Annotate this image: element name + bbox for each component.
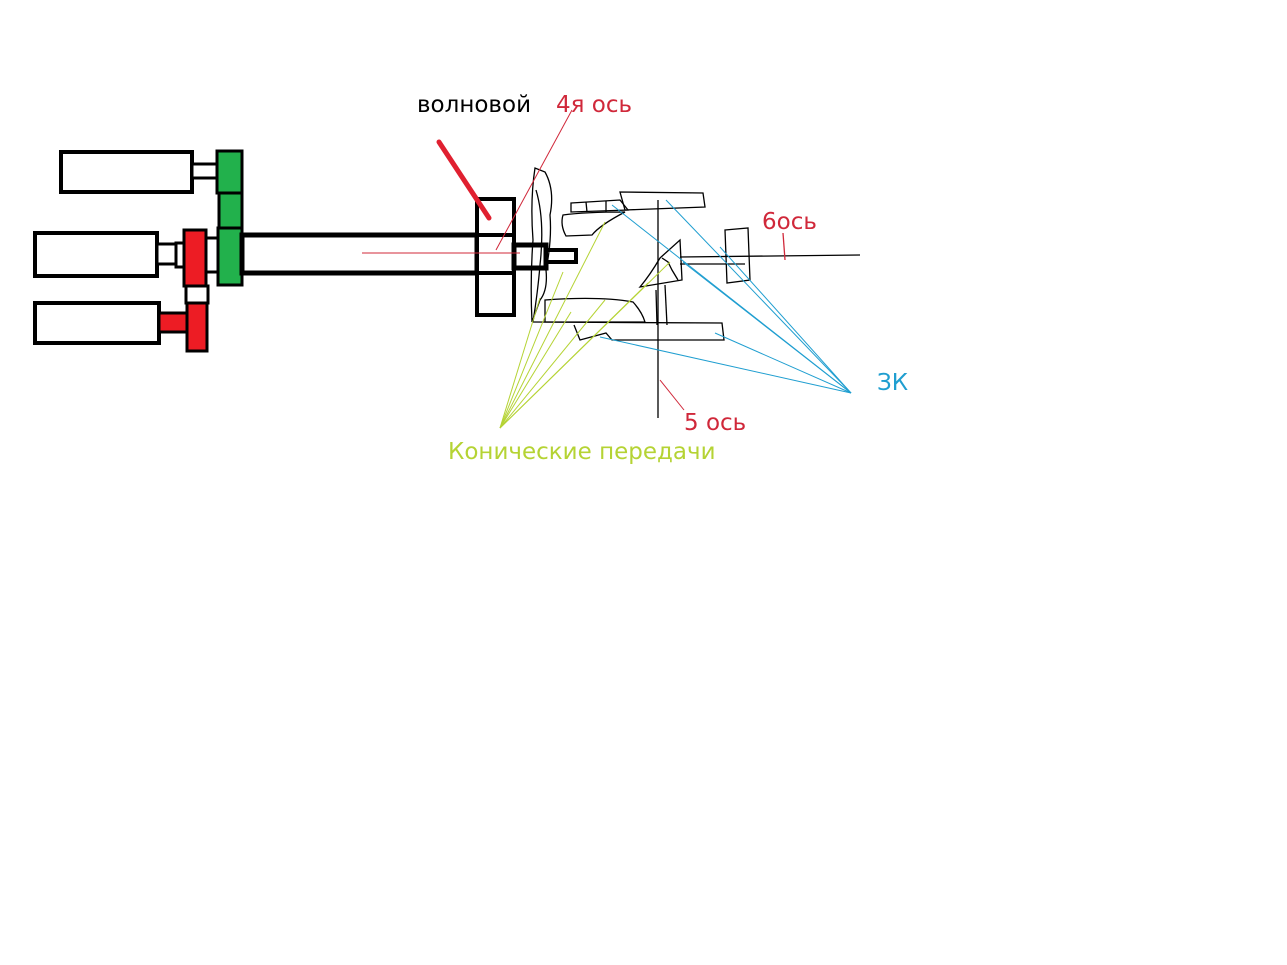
motor-middle-shaft: [155, 242, 179, 266]
label-zk: ЗК: [877, 370, 908, 396]
label-wave-gear: волновой: [417, 92, 531, 118]
red-gear-spacer: [204, 236, 220, 274]
label-axis4: 4я ось: [556, 92, 632, 118]
motor-middle: [33, 231, 159, 278]
red-gear-shaft-bottom: [157, 311, 191, 334]
label-axis5: 5 ось: [684, 410, 746, 436]
wave-gear-pointer: [436, 139, 492, 221]
axis4-leader: [495, 109, 573, 251]
bevel-leaders: [499, 221, 671, 429]
green-gear-top: [215, 149, 244, 195]
label-bevel-gears: Конические передачи: [448, 439, 716, 465]
axis6-leader: [782, 232, 786, 261]
red-gear-middle: [182, 228, 208, 288]
main-shaft: [239, 232, 480, 276]
motor-top-shaft: [190, 162, 220, 180]
output-shaft: [544, 248, 578, 264]
red-gear-bottom: [185, 301, 209, 353]
green-gear-bottom: [216, 226, 244, 287]
axis5-leader: [659, 379, 685, 411]
wrist-sketch: [530, 167, 861, 418]
green-gear-middle: [217, 191, 244, 230]
wave-gear-housing: [475, 197, 516, 317]
motor-bottom: [33, 301, 161, 345]
red-gear-link: [184, 284, 210, 305]
label-axis6: 6ось: [762, 209, 817, 235]
motor-top: [59, 150, 194, 194]
zk-leaders: [599, 199, 852, 394]
